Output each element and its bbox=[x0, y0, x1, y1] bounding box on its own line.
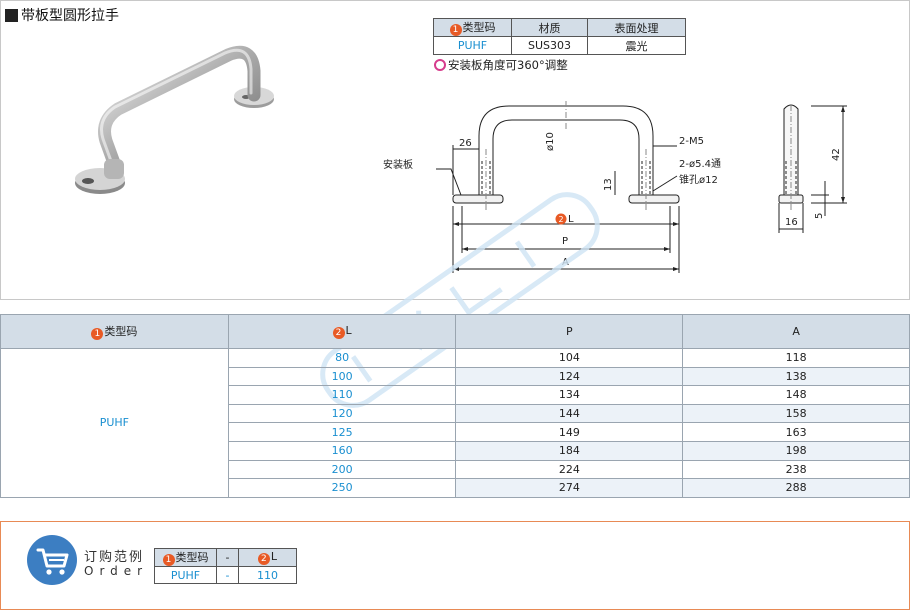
spec-type-value: PUHF bbox=[433, 36, 512, 55]
order-title-en: Order bbox=[84, 564, 149, 578]
a-cell: 288 bbox=[682, 478, 910, 498]
a-cell: 158 bbox=[682, 404, 910, 424]
dim-5: 5 bbox=[814, 213, 825, 219]
title-square-icon bbox=[5, 8, 18, 22]
order-value-row: PUHF - 110 bbox=[154, 566, 297, 584]
order-header-dash: - bbox=[216, 548, 239, 567]
svg-text:2: 2 bbox=[559, 215, 564, 224]
l-cell: 110 bbox=[228, 385, 457, 405]
order-dash-value: - bbox=[216, 566, 239, 584]
table-row: 110 134 148 bbox=[1, 385, 910, 405]
product-photo bbox=[75, 45, 274, 194]
handle-inner bbox=[492, 119, 640, 201]
l-cell: 160 bbox=[228, 441, 457, 461]
shopping-cart-icon bbox=[27, 535, 77, 585]
dim-m5: 2-M5 bbox=[679, 136, 704, 147]
dim-P: P bbox=[562, 236, 568, 247]
l-cell: 80 bbox=[228, 348, 457, 368]
order-L-value: 110 bbox=[238, 566, 297, 584]
a-cell: 118 bbox=[682, 348, 910, 368]
a-cell: 238 bbox=[682, 460, 910, 480]
technical-drawing: 安装板 26 ø10 2-M5 2-ø5.4通 锥孔ø12 13 2 L P A… bbox=[383, 101, 847, 273]
type-cell: PUHF bbox=[0, 348, 229, 498]
badge-2-icon: 2 bbox=[257, 553, 270, 565]
dim-phi10: ø10 bbox=[545, 132, 556, 151]
l-cell: 120 bbox=[228, 404, 457, 424]
dim-13: 13 bbox=[603, 178, 614, 191]
l-cell: 100 bbox=[228, 367, 457, 387]
p-cell: 224 bbox=[455, 460, 684, 480]
order-title-cn: 订购范例 bbox=[84, 550, 145, 565]
dim-26: 26 bbox=[459, 138, 472, 149]
p-cell: 124 bbox=[455, 367, 684, 387]
table-row: 160 184 198 bbox=[1, 441, 910, 461]
order-type-value: PUHF bbox=[154, 566, 217, 584]
badge-2-icon: 2 bbox=[332, 327, 345, 339]
table-row: 120 144 158 bbox=[1, 404, 910, 424]
p-cell: 149 bbox=[455, 422, 684, 442]
table-row: 100 124 138 bbox=[1, 367, 910, 387]
dim-hole: 2-ø5.4通 bbox=[679, 158, 721, 170]
dim-42: 42 bbox=[831, 148, 842, 161]
size-header-P: P bbox=[455, 314, 684, 349]
p-cell: 274 bbox=[455, 478, 684, 498]
badge-1-icon: 1 bbox=[449, 24, 462, 36]
spec-finish-value: 震光 bbox=[587, 36, 686, 55]
p-cell: 184 bbox=[455, 441, 684, 461]
p-cell: 144 bbox=[455, 404, 684, 424]
a-cell: 148 bbox=[682, 385, 910, 405]
spec-header-finish: 表面处理 bbox=[587, 18, 686, 37]
plate-label: 安装板 bbox=[383, 158, 413, 171]
dim-16: 16 bbox=[785, 217, 798, 228]
a-cell: 163 bbox=[682, 422, 910, 442]
ring-marker-icon bbox=[434, 59, 446, 71]
dim-A: A bbox=[562, 257, 569, 268]
l-cell: 200 bbox=[228, 460, 457, 480]
spec-value-row: PUHF SUS303 震光 bbox=[433, 36, 686, 55]
p-cell: 104 bbox=[455, 348, 684, 368]
l-cell: 125 bbox=[228, 422, 457, 442]
p-cell: 134 bbox=[455, 385, 684, 405]
size-header-A: A bbox=[682, 314, 910, 349]
table-row: 200 224 238 bbox=[1, 460, 910, 480]
badge-1-icon: 1 bbox=[91, 328, 104, 340]
dim-L: L bbox=[568, 214, 574, 225]
table-row: 250 274 288 bbox=[1, 478, 910, 498]
table-row: 125 149 163 bbox=[1, 422, 910, 442]
a-cell: 198 bbox=[682, 441, 910, 461]
a-cell: 138 bbox=[682, 367, 910, 387]
page-title: 带板型圆形拉手 bbox=[5, 5, 119, 25]
dim-countersink: 锥孔ø12 bbox=[679, 174, 718, 186]
l-cell: 250 bbox=[228, 478, 457, 498]
spec-header-material: 材质 bbox=[511, 18, 588, 37]
table-row: PUHF 80 104 118 bbox=[0, 348, 910, 498]
rotation-note: 安装板角度可360°调整 bbox=[434, 57, 568, 73]
badge-1-icon: 1 bbox=[162, 554, 175, 566]
spec-material-value: SUS303 bbox=[511, 36, 588, 55]
